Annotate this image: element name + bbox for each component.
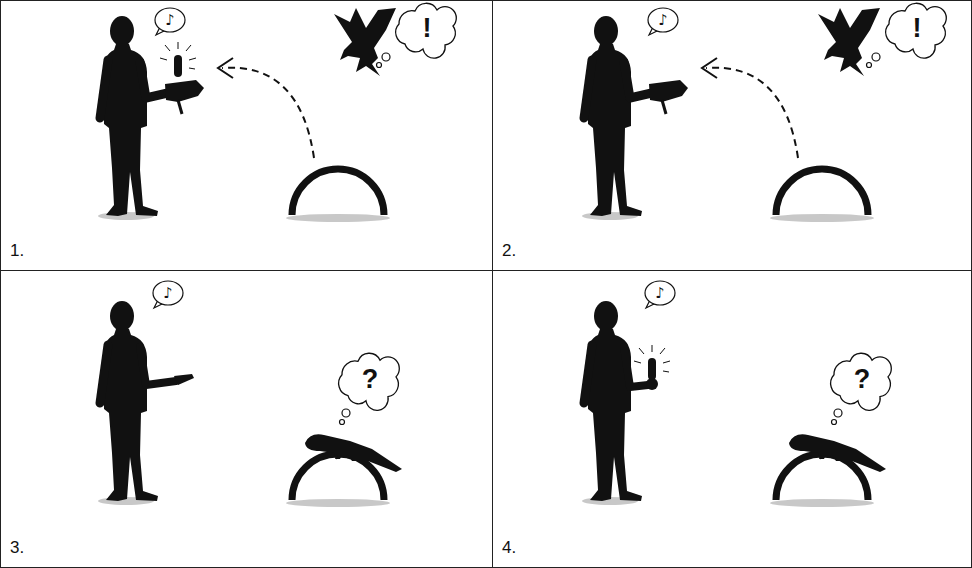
speech-bubble: ♪ <box>151 279 185 309</box>
thought-dot <box>832 420 837 425</box>
perch-arch <box>770 169 874 222</box>
panel-scene <box>98 301 402 507</box>
thought-bubble: ? <box>826 354 898 406</box>
flight-path <box>702 58 798 158</box>
speech-bubble: ♪ <box>646 6 680 36</box>
thought-bubble: ! <box>881 4 953 54</box>
trainer-silhouette <box>98 16 158 220</box>
thought-dot <box>342 409 350 417</box>
panel-scene <box>582 301 886 507</box>
bird-thought: ? <box>334 366 406 393</box>
panel-number: 3. <box>10 538 24 558</box>
flight-path <box>218 58 314 158</box>
whistle-note: ♪ <box>153 13 187 28</box>
flying-bird <box>334 8 396 76</box>
thought-dot <box>867 63 872 68</box>
thought-bubble: ! <box>391 4 463 54</box>
thought-dot <box>377 63 382 68</box>
bird-thought: ! <box>391 15 463 42</box>
panel-number: 4. <box>502 538 516 558</box>
comic-panel: 3. ♪? <box>0 270 493 568</box>
clicker <box>634 345 670 380</box>
panel-number: 2. <box>502 241 516 261</box>
clicker <box>160 42 196 77</box>
bird-thought: ? <box>826 366 898 393</box>
perched-bird <box>305 434 402 472</box>
thought-dot <box>340 420 345 425</box>
gloved-arm <box>624 62 688 114</box>
bird-thought: ! <box>881 15 953 42</box>
comic-panel: 4. ♪? <box>492 270 972 568</box>
flying-bird <box>818 8 880 76</box>
whistle-note: ♪ <box>151 286 185 301</box>
perched-bird <box>789 434 886 472</box>
thought-dot <box>872 53 880 61</box>
whistle-note: ♪ <box>643 286 677 301</box>
panel-scene <box>98 8 396 222</box>
thought-dot <box>834 409 842 417</box>
gloved-arm <box>140 62 204 114</box>
thought-bubble: ? <box>334 354 406 406</box>
speech-bubble: ♪ <box>153 6 187 36</box>
open-arm <box>140 347 194 385</box>
panel-scene <box>582 8 880 222</box>
whistle-note: ♪ <box>646 13 680 28</box>
trainer-silhouette <box>582 301 642 505</box>
speech-bubble: ♪ <box>643 279 677 309</box>
perch-arch <box>286 169 390 222</box>
thought-dot <box>382 53 390 61</box>
panel-number: 1. <box>10 241 24 261</box>
trainer-silhouette <box>98 301 158 505</box>
comic-panel: 1. ♪! <box>0 0 493 271</box>
trainer-silhouette <box>582 16 642 220</box>
comic-panel: 2. ♪! <box>492 0 972 271</box>
